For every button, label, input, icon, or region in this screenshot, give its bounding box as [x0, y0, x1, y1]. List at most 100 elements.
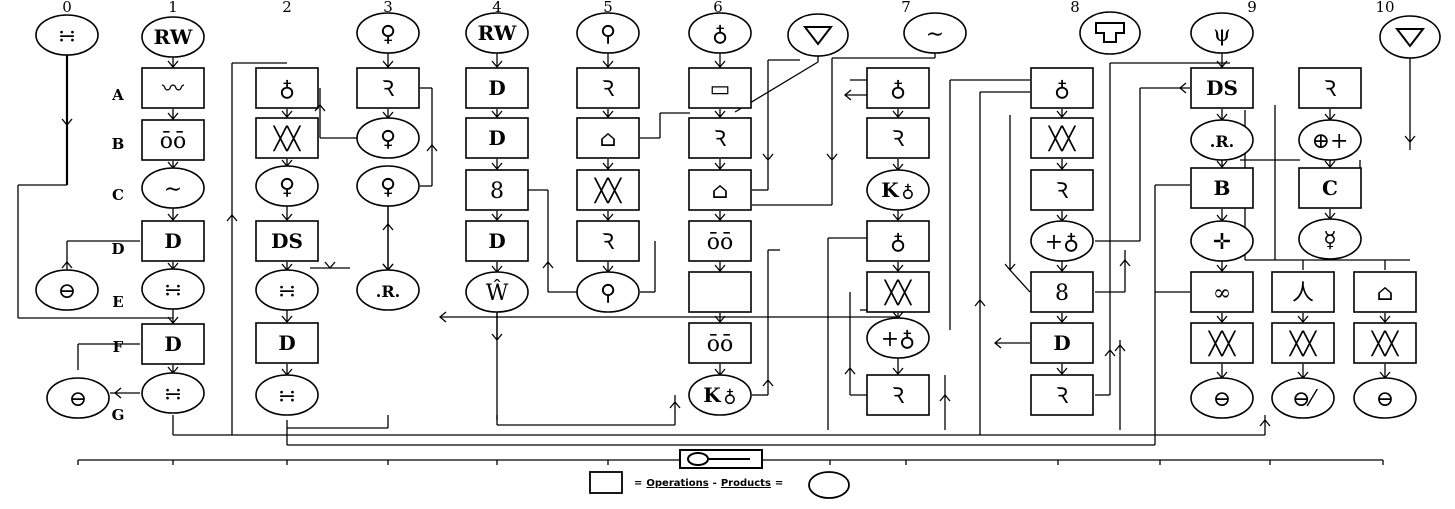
node-venus: ♀: [356, 165, 420, 207]
node-label: D: [278, 331, 295, 355]
curl-icon: Ꝛ: [892, 127, 905, 152]
product-circle: [465, 271, 529, 313]
arrow-head: [167, 112, 179, 121]
arrow-head: [714, 315, 726, 324]
arrow-head: [892, 213, 904, 222]
node-double-o: ōō: [688, 220, 752, 262]
operation-box: [1190, 167, 1254, 209]
psi-icon: ψ: [1213, 22, 1230, 47]
row-label-b: B: [112, 135, 125, 153]
node-label: RW: [154, 25, 193, 49]
node-box-cross: ⚲: [576, 12, 640, 54]
node-smile: [688, 271, 752, 313]
arrow-head: [1004, 263, 1016, 272]
arrow-head: [61, 260, 73, 269]
zigzag-icon: 〰: [162, 77, 184, 102]
arrow-head: [438, 311, 447, 323]
arrow-head: [1114, 343, 1126, 352]
product-circle: [1190, 377, 1254, 419]
arrow-head: [602, 60, 614, 69]
node-ds: DS: [1190, 67, 1254, 109]
circle-plus-icon: ⊕+: [1312, 129, 1349, 154]
curl-icon: Ꝛ: [1056, 179, 1069, 204]
node-flask: ♁: [1030, 67, 1094, 109]
node-curl: Ꝛ: [576, 67, 640, 109]
node-trapezoid: [1079, 11, 1141, 55]
node-ds: DS: [255, 220, 319, 262]
operation-box: [1030, 374, 1094, 416]
arrow-head: [826, 153, 838, 162]
node-label: C: [1322, 176, 1338, 200]
node-label: D: [488, 229, 505, 253]
operation-box: [866, 67, 930, 109]
eight-icon: 8: [1055, 281, 1069, 306]
product-circle: [141, 167, 205, 209]
arrow-head: [669, 400, 681, 409]
node-curl: Ꝛ: [1298, 67, 1362, 109]
operation-box: [465, 169, 529, 211]
arrow-head: [714, 264, 726, 273]
operation-box: [1030, 67, 1094, 109]
house-icon: ⌂: [1377, 281, 1394, 306]
operation-box: [1030, 322, 1094, 364]
arrow-head: [382, 222, 394, 231]
double-x-icon: ╳╳: [1208, 330, 1237, 357]
node-rect-flag: ▭: [688, 67, 752, 109]
arrow-head: [491, 162, 503, 171]
arrow-head: [892, 367, 904, 376]
node-theta: ⊖: [1353, 377, 1417, 419]
node-c: C: [1298, 167, 1362, 209]
operation-box: [255, 322, 319, 364]
connector-line: [1009, 269, 1031, 293]
flask-icon: ♁: [890, 230, 906, 255]
cross-circle-icon: ♁: [723, 386, 736, 407]
arrow-head: [762, 153, 774, 162]
operation-box: [688, 117, 752, 159]
node-house: ⌂: [576, 117, 640, 159]
node-double-o: ōō: [688, 322, 752, 364]
operation-box: [465, 117, 529, 159]
node-label: DS: [1206, 76, 1238, 100]
node-house: ⌂: [1353, 271, 1417, 313]
box-cross-icon: ⚲: [600, 281, 616, 306]
node-plus-dots: ✛: [1190, 220, 1254, 262]
operation-box: [688, 322, 752, 364]
cross-dots-icon: ∺: [278, 279, 296, 304]
node-triangle-down: [1379, 15, 1441, 59]
house-icon: ⌂: [712, 179, 729, 204]
node-label: K: [881, 178, 899, 202]
theta-icon: ⊖: [69, 387, 87, 412]
node-zigzag: 〰: [141, 67, 205, 109]
arrow-head: [1056, 264, 1068, 273]
node-double-x: ╳╳: [1190, 322, 1254, 364]
tilde-icon: ∼: [926, 22, 944, 47]
operation-box: [255, 220, 319, 262]
node-d: D: [141, 323, 205, 365]
product-circle: [255, 269, 319, 311]
curl-icon: Ꝛ: [382, 77, 395, 102]
node-r: .R.: [356, 269, 420, 311]
product-circle: [356, 12, 420, 54]
operation-box: [1353, 322, 1417, 364]
arrow-head: [1056, 162, 1068, 171]
node-label: D: [164, 229, 181, 253]
trapezoid-icon: [1095, 22, 1125, 43]
legend-operations: Operations: [646, 478, 709, 489]
arrow-head: [1056, 367, 1068, 376]
product-circle: [356, 165, 420, 207]
triangle-circle: [787, 13, 849, 57]
arrow-head: [1379, 315, 1391, 324]
arrow-head: [1104, 348, 1116, 357]
node-double-x: ╳╳: [576, 169, 640, 211]
arrow-head: [167, 213, 179, 222]
row-label-f: F: [113, 338, 124, 356]
double-o-icon: ōō: [707, 230, 734, 255]
arrow-head: [281, 213, 293, 222]
legend-dash: -: [712, 478, 717, 489]
double-o-icon: ōō: [160, 129, 187, 154]
trapezoid-circle: [1079, 11, 1141, 55]
node-tilde: ∼: [903, 12, 967, 54]
operation-box: [866, 374, 930, 416]
node-double-x: ╳╳: [866, 271, 930, 313]
